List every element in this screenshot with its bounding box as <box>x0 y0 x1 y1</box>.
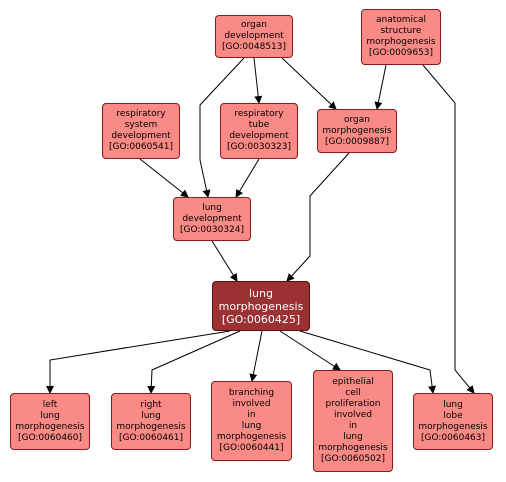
node-label-line: [GO:0060441] <box>219 443 284 453</box>
node-label-line: development <box>224 31 284 41</box>
node-label-line: morphogenesis <box>15 421 85 432</box>
node-label-line: [GO:0060502] <box>320 454 386 464</box>
edge-lung-morphogenesis-to-left-lung-morphogenesis <box>46 330 231 394</box>
node-label-line: involved <box>333 410 373 420</box>
node-label-line: organ <box>241 20 267 30</box>
node-label-line: in <box>247 410 256 420</box>
edge-respiratory-tube-development-to-lung-development <box>235 158 260 198</box>
node-label-line: system <box>124 120 158 130</box>
node-label-line: proliferation <box>325 399 381 409</box>
node-label-line: development <box>229 131 289 141</box>
node-label-line: [GO:0048513] <box>221 42 287 52</box>
node-label-line: [GO:0060425] <box>221 312 301 326</box>
node-label-line: involved <box>232 399 271 409</box>
node-label-line: morphogenesis <box>366 37 436 47</box>
node-label-line: lung <box>202 202 222 213</box>
node-label-line: anatomical <box>375 15 426 25</box>
node-label-line: [GO:0009887] <box>324 136 390 147</box>
node-label-line: [GO:0060461] <box>118 432 184 443</box>
edge-anatomical-structure-morphogenesis-to-lung-lobe-morphogenesis <box>422 64 475 394</box>
node-label-line: morphogenesis <box>116 421 186 432</box>
edge-lung-morphogenesis-to-lung-lobe-morphogenesis <box>299 330 437 394</box>
node-label-line: morphogenesis <box>216 432 287 442</box>
node-label-line: respiratory <box>116 109 166 119</box>
node-label-line: cell <box>345 388 361 398</box>
node-label-line: left <box>42 399 58 410</box>
node-label-line: right <box>140 399 162 410</box>
node-label-line: lung <box>443 399 463 410</box>
node-label-line: [GO:0060463] <box>420 432 486 443</box>
node-label-line: development <box>111 131 171 141</box>
node-label-line: respiratory <box>234 109 284 119</box>
edge-organ-development-to-organ-morphogenesis <box>281 57 337 110</box>
node-label-line: development <box>182 213 242 224</box>
node-label-line: lung <box>141 410 161 421</box>
edge-organ-development-to-respiratory-tube-development <box>253 57 263 104</box>
node-label-line: organ <box>344 114 370 125</box>
node-label-line: structure <box>380 26 422 36</box>
node-label-line: lobe <box>443 410 463 421</box>
node-label-line: [GO:0060460] <box>17 432 83 443</box>
node-label-line: morphogenesis <box>218 299 304 313</box>
node-label-line: in <box>348 421 358 431</box>
node-label-line: branching <box>228 388 275 398</box>
node-label-line: lung <box>241 421 262 431</box>
node-label-line: morphogenesis <box>318 443 388 453</box>
edge-anatomical-structure-morphogenesis-to-organ-morphogenesis <box>374 64 387 110</box>
node-label-line: [GO:0060541] <box>108 142 174 152</box>
edge-lung-morphogenesis-to-right-lung-morphogenesis <box>147 330 241 394</box>
node-label-line: epithelial <box>332 377 374 387</box>
node-label-line: [GO:0030323] <box>226 142 292 152</box>
edge-respiratory-system-development-to-lung-development <box>139 158 189 198</box>
edge-lung-morphogenesis-to-branching-involved-in-lung-morphogenesis <box>249 330 263 382</box>
node-label-line: [GO:0009653] <box>368 48 434 58</box>
edge-lung-development-to-lung-morphogenesis <box>211 240 238 282</box>
edge-organ-development-to-lung-development <box>199 57 245 198</box>
node-label-line: lung <box>40 410 60 421</box>
edge-lung-morphogenesis-to-epithelial-cell-proliferation-involved-in-lung-morphogenesis <box>279 330 341 371</box>
node-label-line: lung <box>249 286 273 300</box>
edge-organ-morphogenesis-to-lung-morphogenesis <box>286 152 350 282</box>
node-label-line: [GO:0030324] <box>179 224 245 235</box>
node-label-line: lung <box>343 432 363 442</box>
node-label-line: morphogenesis <box>418 421 488 432</box>
node-label-line: morphogenesis <box>322 125 392 136</box>
node-label-line: tube <box>248 120 270 130</box>
